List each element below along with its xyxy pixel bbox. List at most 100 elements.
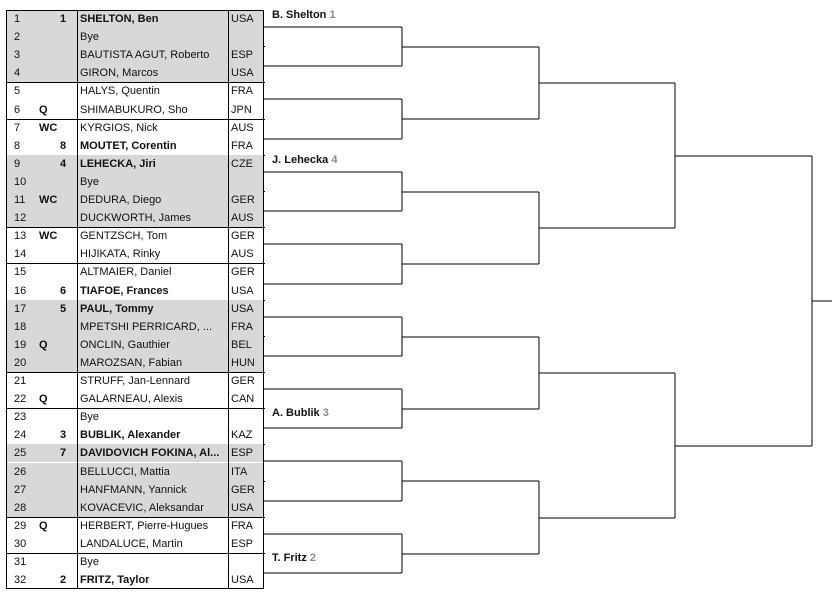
country-code: USA	[231, 302, 254, 315]
entry-type: Q	[39, 393, 48, 406]
entry-type: Q	[39, 338, 48, 351]
draw-position: 31	[14, 556, 27, 568]
advanced-player[interactable]: J. Lehecka 4	[272, 153, 337, 167]
entry-type: WC	[39, 194, 58, 206]
draw-position: 22	[14, 393, 27, 406]
country-code: USA	[231, 501, 254, 514]
seed-number: 7	[59, 447, 67, 460]
advanced-player-name: T. Fritz	[272, 552, 307, 564]
seed-number: 5	[59, 302, 67, 315]
country-code: CZE	[231, 157, 253, 170]
match-separator	[6, 553, 265, 554]
country-code: USA	[231, 574, 254, 587]
draw-position: 1	[14, 13, 21, 25]
country-code: FRA	[231, 519, 253, 532]
country-code: USA	[231, 67, 254, 80]
match-separator	[6, 227, 265, 229]
country-code: USA	[231, 13, 254, 25]
draw-position: 16	[14, 284, 27, 297]
seed-number: 3	[59, 429, 67, 442]
advanced-player[interactable]: A. Bublik 3	[272, 406, 329, 420]
advanced-player[interactable]: B. Shelton 1	[272, 8, 336, 22]
draw-position: 20	[14, 356, 27, 369]
draw-position: 6	[14, 103, 21, 116]
country-code: FRA	[231, 320, 253, 333]
draw-position: 13	[14, 230, 27, 243]
match-separator	[6, 372, 265, 373]
country-code: GER	[231, 194, 255, 206]
draw-position: 18	[14, 320, 27, 333]
draw-position: 7	[14, 121, 21, 134]
draw-position: 29	[14, 519, 27, 532]
draw-position: 28	[14, 501, 27, 514]
draw-position: 2	[14, 31, 21, 44]
draw-position: 10	[14, 175, 27, 188]
draw-position: 23	[14, 411, 27, 424]
country-code: AUS	[231, 248, 254, 261]
advanced-player-seed: 1	[329, 9, 336, 21]
draw-position: 30	[14, 537, 27, 550]
advanced-player-name: J. Lehecka	[272, 153, 329, 166]
country-code: GER	[231, 483, 255, 496]
seed-number: 8	[59, 139, 67, 152]
country-code: AUS	[231, 212, 254, 225]
match-separator	[6, 516, 265, 518]
advanced-player-name: B. Shelton	[272, 9, 327, 21]
match-separator	[6, 263, 265, 265]
country-code: USA	[231, 284, 254, 297]
draw-position: 32	[14, 574, 27, 587]
country-code: FRA	[231, 139, 253, 152]
seed-number: 4	[59, 157, 67, 170]
country-code: CAN	[231, 393, 255, 406]
advanced-player-seed: 4	[331, 153, 338, 166]
draw-position: 24	[14, 429, 27, 442]
advanced-player-seed: 2	[309, 552, 317, 564]
country-code: ESP	[231, 537, 254, 550]
entry-type: Q	[39, 103, 48, 116]
country-code: ESP	[231, 447, 254, 460]
advanced-player[interactable]: T. Fritz 2	[272, 551, 316, 565]
name-column-divider	[77, 10, 78, 589]
entry-type: WC	[39, 121, 58, 134]
draw-position: 21	[14, 375, 27, 387]
draw-position: 27	[14, 483, 27, 496]
country-code: JPN	[231, 103, 252, 116]
seed-number: 6	[59, 284, 67, 297]
draw-position: 25	[14, 447, 27, 460]
draw-position: 14	[14, 248, 27, 261]
country-code: BEL	[231, 338, 252, 351]
country-code: ESP	[231, 49, 254, 62]
seed-number: 1	[59, 13, 67, 25]
country-code: GER	[231, 230, 255, 243]
